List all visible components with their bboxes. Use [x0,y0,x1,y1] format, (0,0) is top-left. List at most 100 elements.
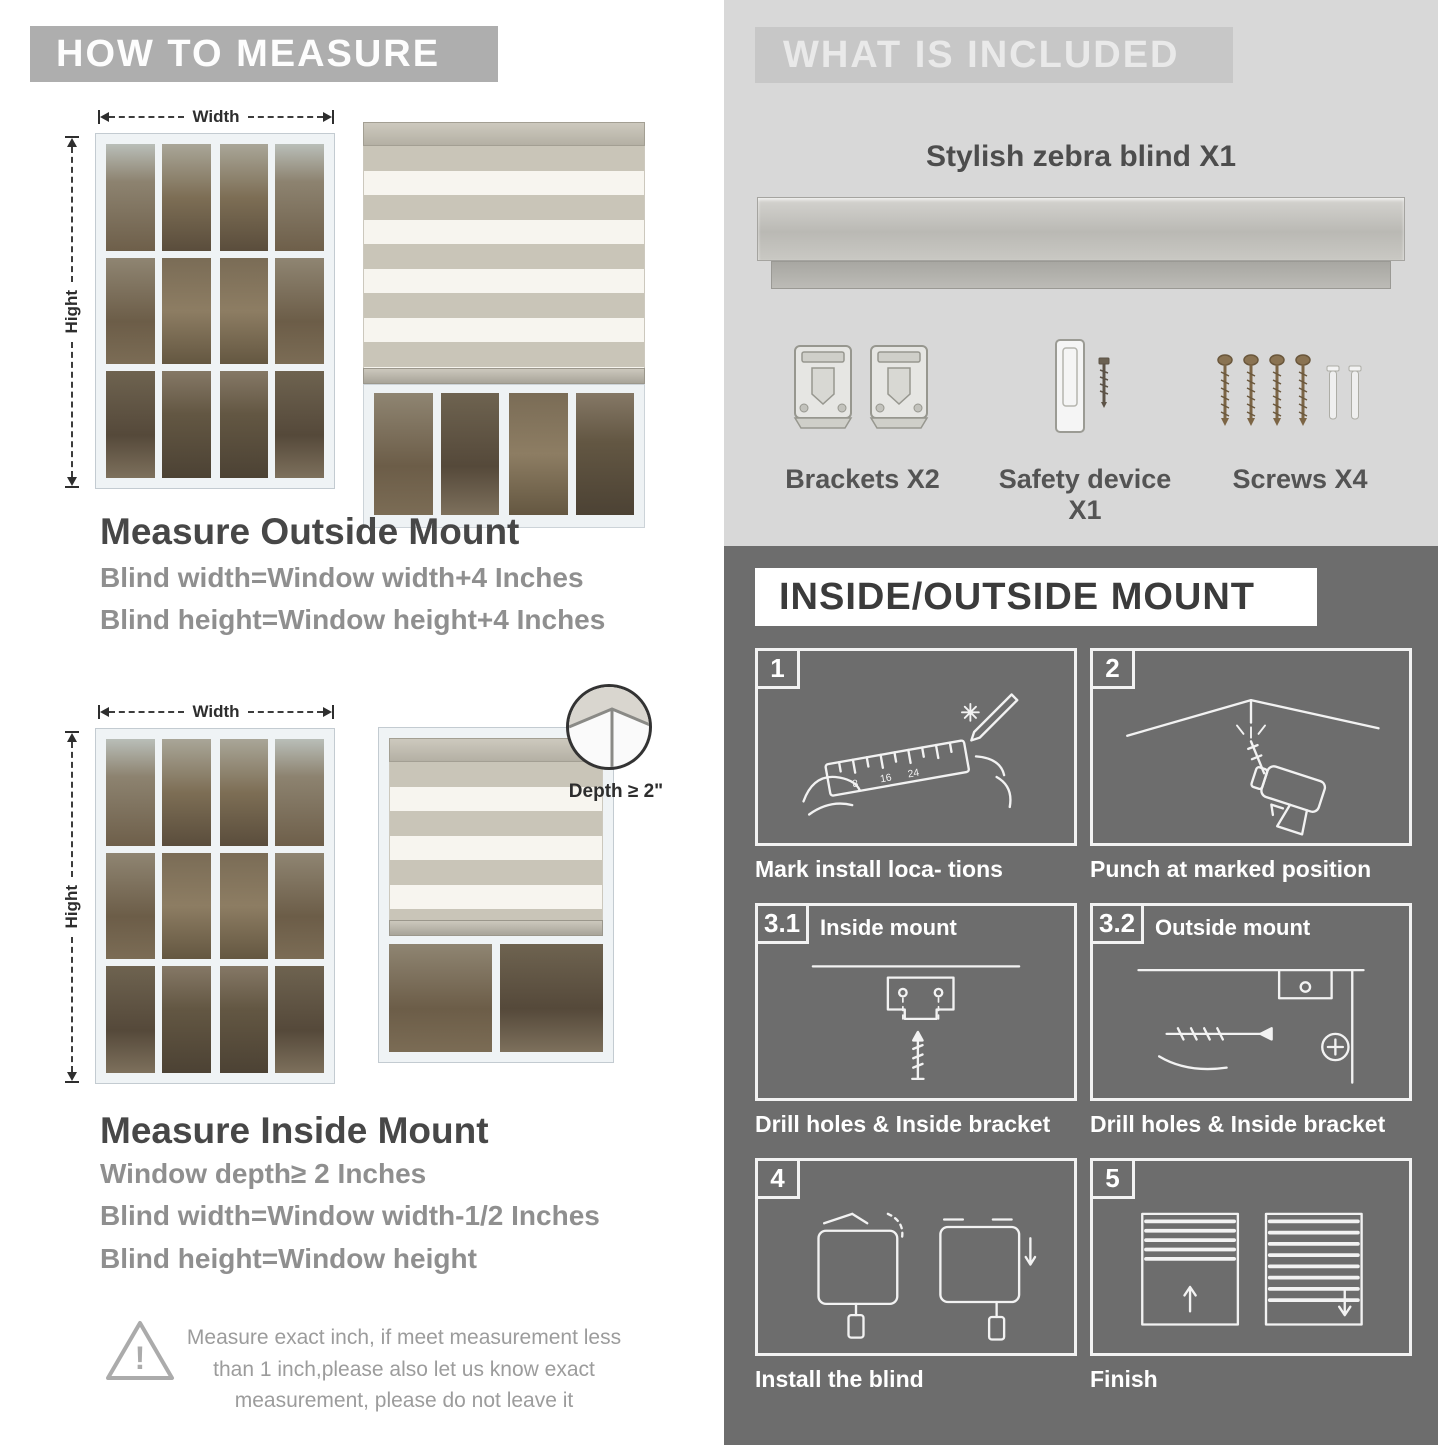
window-sash [219,739,324,1073]
window-pane [575,393,634,515]
finished-blinds-icon [1141,1212,1363,1326]
arrow-head-up [67,733,77,742]
step-4-caption: Install the blind [755,1366,924,1392]
step-5-caption: Finish [1090,1366,1158,1392]
step-3-2-caption: Drill holes & Inside bracket [1090,1111,1386,1137]
window-pane [275,144,324,251]
step-1-illustration: 1 8 16 24 [755,648,1077,846]
window-pane [106,144,155,251]
step-number: 5 [1093,1161,1135,1199]
window-pane [440,393,499,515]
arrow-tick [65,731,79,733]
step-5: 5 Finish [1090,1158,1412,1393]
step-title: Outside mount [1155,915,1311,940]
step-4: 4 Install the blind [755,1158,1077,1393]
window-sash [106,144,211,478]
how-to-measure-banner: HOW TO MEASURE [30,26,498,82]
window-pane [389,944,492,1052]
height-arrow-outside: Hight [62,136,82,488]
step-5-illustration: 5 [1090,1158,1412,1356]
window-pane [219,257,269,365]
screws-and-anchors-icon [1215,344,1387,449]
inside-bracket-icon [811,965,1021,1081]
blind-headrail [363,122,645,146]
what-is-included-title: WHAT IS INCLUDED [783,33,1180,76]
window-pane [106,966,155,1073]
outside-height-formula: Blind height=Window height+4 Inches [100,604,606,635]
height-label: Hight [62,885,81,929]
arrow-tick [332,110,334,124]
step-4-illustration: 4 [755,1158,1077,1356]
arrow-tick [98,110,100,124]
dashed-line [71,742,73,878]
mount-banner: INSIDE/OUTSIDE MOUNT [755,568,1317,626]
svg-text:24: 24 [907,768,920,781]
depth-callout-circle [566,684,652,770]
window-sashes [106,144,324,478]
zebra-blind-inside-photo [378,727,614,1063]
window-pane [509,393,568,515]
zebra-blind-count-label: Stylish zebra blind X1 [925,140,1237,173]
warning-triangle-icon: ! [103,1317,177,1390]
window-pane [275,257,324,365]
step-3-1: 3.1 Inside mount Drill holes & Inside br… [755,903,1077,1138]
drill-icon [1126,698,1380,836]
outside-bracket-icon [1137,968,1365,1084]
window-pane [106,371,155,478]
headrail-valance-image [771,261,1391,289]
inside-width-formula: Blind width=Window width-1/2 Inches [100,1200,600,1231]
dashed-line [109,116,185,118]
arrow-head-up [67,138,77,147]
width-arrow-outside: Width [98,107,334,126]
blind-bottom-rail [389,920,603,936]
what-is-included-banner: WHAT IS INCLUDED [755,27,1233,83]
arrow-head-left [100,112,109,122]
window-pane [275,852,324,960]
dashed-line [109,711,185,713]
outside-mount-title: Measure Outside Mount [100,511,520,552]
window-below-blind [363,384,645,528]
step-1: 1 8 16 24 Mark install loca- ti [755,648,1077,883]
width-arrow-inside: Width [98,702,334,721]
blind-headrail [389,738,603,762]
dashed-line [247,116,323,118]
window-pane [374,393,433,515]
window-pane [219,739,269,846]
height-label: Hight [62,290,81,334]
arrow-tick [98,705,100,719]
window-pane [275,371,324,478]
mount-instructions-section [724,546,1438,1445]
step-3-2-illustration: 3.2 Outside mount [1090,903,1412,1101]
step-number: 3.2 [1093,906,1145,944]
step-number: 1 [758,651,800,689]
inside-mount-column [389,738,603,1052]
mark-location-icon: 8 16 24 [802,693,1019,816]
bracket-icon [866,342,932,439]
window-pane [106,852,155,960]
step-title: Inside mount [820,915,957,940]
blind-stripes [389,762,603,920]
bracket-icon [790,342,856,439]
window-pane [106,739,155,846]
arrow-tick [65,1081,79,1083]
headrail-image [757,197,1405,261]
window-sashes [106,739,324,1073]
step-3-2: 3.2 Outside mount Drill holes & Inside b… [1090,903,1412,1138]
step-2: 2 Punch at marked position [1090,648,1412,883]
inside-depth-formula: Window depth≥ 2 Inches [100,1158,427,1189]
window-pane [161,852,211,960]
height-arrow-inside: Hight [62,731,82,1083]
arrow-tick [65,486,79,488]
window-pane [106,257,155,365]
arrow-head-down [67,477,77,486]
window-pane [275,966,324,1073]
window-pane [219,852,269,960]
window-pane [161,371,211,478]
window-photo-outside [95,133,335,489]
arrow-tick [332,705,334,719]
inside-height-formula: Blind height=Window height [100,1243,477,1274]
how-to-measure-title: HOW TO MEASURE [56,32,441,75]
width-label: Width [192,702,240,721]
window-sash [219,144,324,478]
